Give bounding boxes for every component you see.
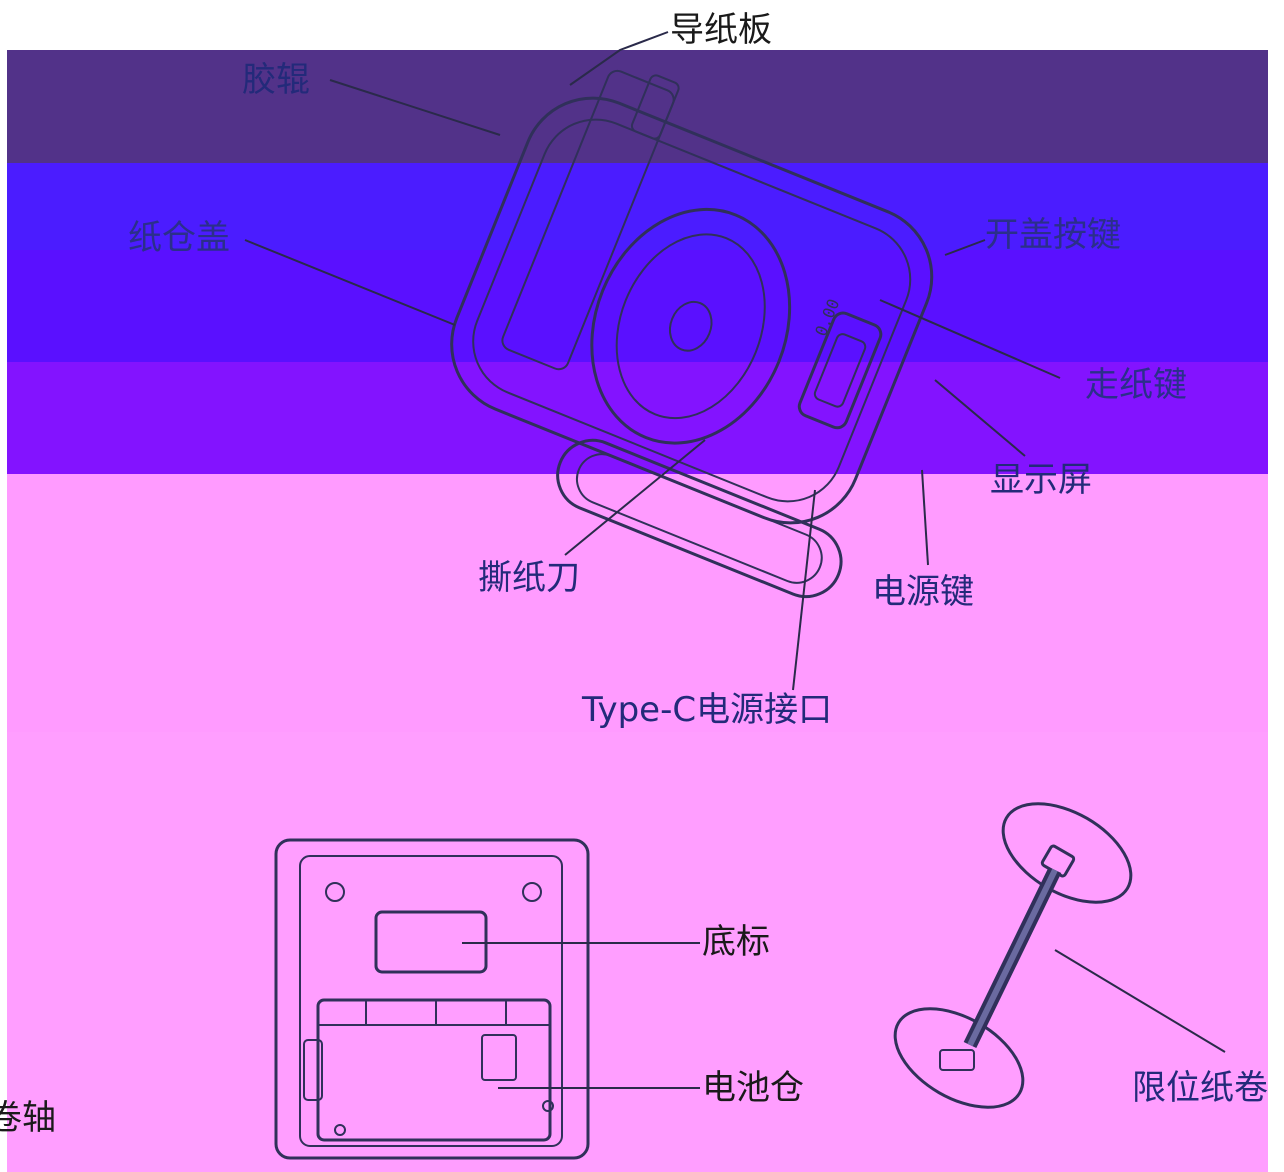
label-guide-plate: 导纸板	[670, 10, 772, 50]
label-limit-roll: 限位纸卷	[1132, 1068, 1268, 1108]
label-rubber-roller: 胶辊	[242, 60, 310, 100]
label-roll-axis: 卷轴	[0, 1098, 56, 1138]
label-paper-cover: 纸仓盖	[128, 218, 230, 258]
label-tear-blade: 撕纸刀	[478, 558, 580, 598]
label-open-cover-button: 开盖按键	[985, 215, 1121, 255]
label-feed-button: 走纸键	[1085, 365, 1187, 405]
printer-top-view	[450, 69, 934, 599]
label-power-button: 电源键	[872, 572, 974, 612]
printer-bottom-view	[274, 838, 590, 1160]
spindle-drawing	[893, 802, 1133, 1109]
label-battery-compartment: 电池仓	[702, 1068, 804, 1108]
label-typec-port: Type-C电源接口	[582, 690, 833, 730]
label-display: 显示屏	[990, 460, 1092, 500]
label-bottom-label: 底标	[702, 922, 770, 962]
